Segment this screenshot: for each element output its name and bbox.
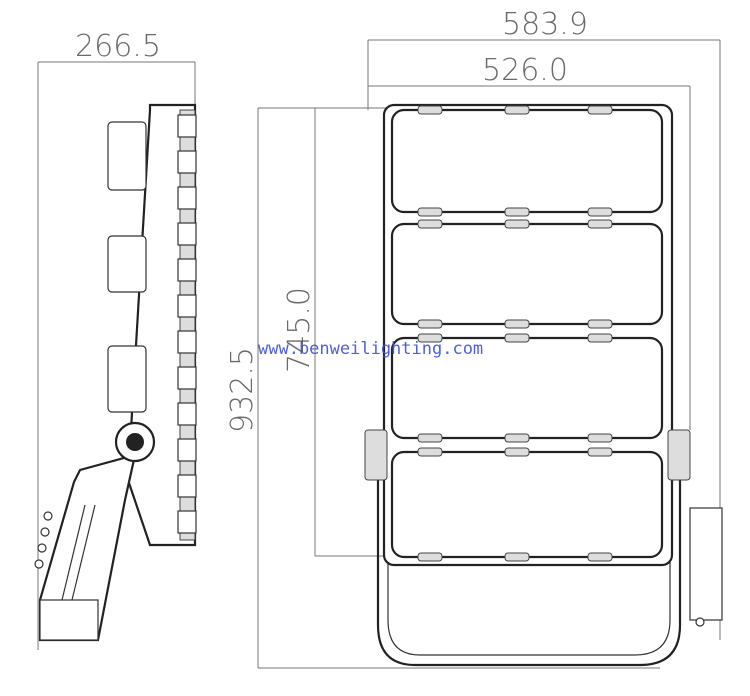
module-clip bbox=[417, 219, 443, 229]
dim-overall-width: 583.9 bbox=[502, 7, 588, 42]
heatsink-fin bbox=[177, 114, 197, 138]
heatsink-fin bbox=[177, 186, 197, 210]
led-module-1 bbox=[390, 108, 664, 214]
module-clip bbox=[417, 333, 443, 343]
module-clip bbox=[504, 105, 530, 115]
dim-panel-height: 745.0 bbox=[282, 287, 317, 373]
module-clip bbox=[504, 433, 530, 443]
module-clip bbox=[504, 207, 530, 217]
module-clip bbox=[587, 219, 613, 229]
front-view bbox=[364, 103, 723, 667]
module-clip bbox=[504, 447, 530, 457]
module-clip bbox=[587, 552, 613, 562]
module-clip bbox=[587, 447, 613, 457]
dimension-lines bbox=[37, 39, 721, 669]
side-view bbox=[34, 103, 197, 642]
module-clip bbox=[504, 552, 530, 562]
heatsink-fin bbox=[177, 222, 197, 246]
heatsink-fin bbox=[177, 366, 197, 390]
heatsink-fin bbox=[177, 402, 197, 426]
module-clip bbox=[417, 319, 443, 329]
module-clip bbox=[417, 552, 443, 562]
module-clip bbox=[504, 219, 530, 229]
heatsink-fin bbox=[177, 150, 197, 174]
dim-panel-width: 526.0 bbox=[482, 53, 568, 88]
led-module-4 bbox=[390, 450, 664, 559]
heatsink-fin bbox=[177, 474, 197, 498]
module-clip bbox=[417, 433, 443, 443]
module-clip bbox=[504, 319, 530, 329]
module-clip bbox=[587, 105, 613, 115]
led-module-2 bbox=[390, 222, 664, 326]
heatsink-fin bbox=[177, 294, 197, 318]
module-clip bbox=[417, 447, 443, 457]
heatsink-fin bbox=[177, 438, 197, 462]
module-clip bbox=[417, 105, 443, 115]
module-clip bbox=[587, 319, 613, 329]
dim-overall-height: 932.5 bbox=[225, 347, 260, 433]
module-clip bbox=[417, 207, 443, 217]
module-clip bbox=[587, 207, 613, 217]
heatsink-fin bbox=[177, 510, 197, 534]
module-clip bbox=[587, 433, 613, 443]
module-clip bbox=[587, 333, 613, 343]
dim-side-depth: 266.5 bbox=[75, 29, 161, 64]
heatsink-fin bbox=[177, 330, 197, 354]
watermark: www.benweilighting.com bbox=[258, 339, 483, 359]
heatsink-fin bbox=[177, 258, 197, 282]
module-clip bbox=[504, 333, 530, 343]
